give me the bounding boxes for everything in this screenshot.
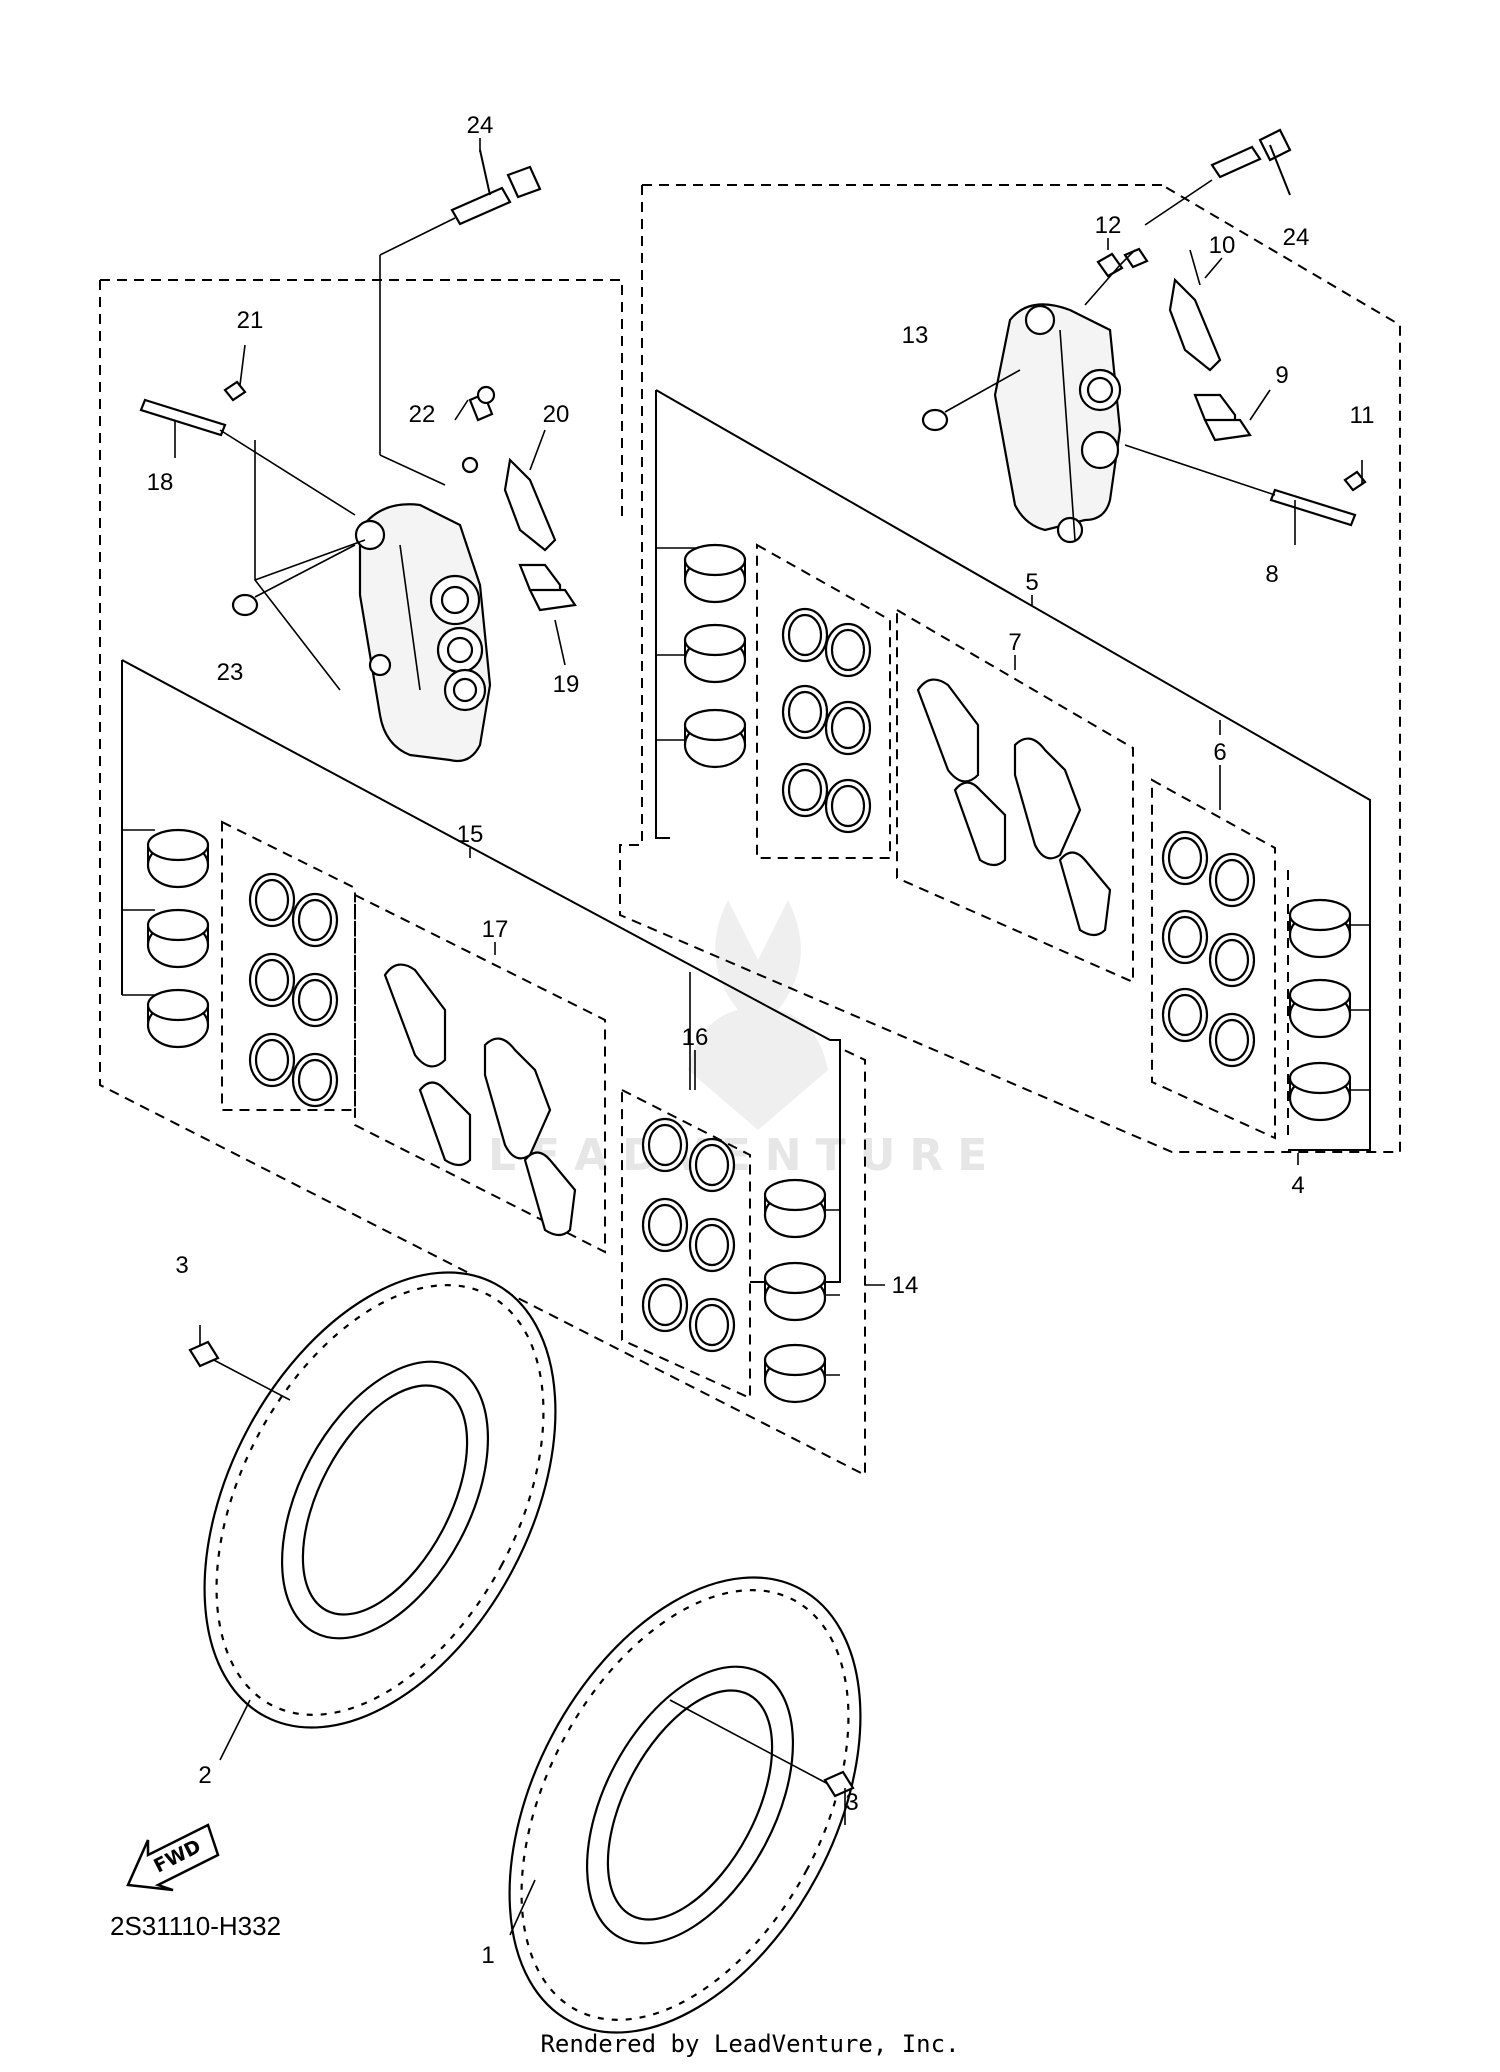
diagram-code: 2S31110-H332	[110, 1911, 281, 1941]
callout-5[interactable]: 5	[1025, 569, 1038, 596]
callout-16[interactable]: 16	[682, 1024, 709, 1051]
right-caliper-body	[993, 303, 1122, 544]
callout-14[interactable]: 14	[892, 1272, 919, 1299]
right-bolt-24	[1144, 128, 1292, 226]
watermark: LEADVENTURE	[488, 900, 1001, 1181]
callout-4[interactable]: 4	[1291, 1172, 1304, 1199]
right-pistons-lower	[1288, 898, 1370, 1122]
rendered-by-credit: Rendered by LeadVenture, Inc.	[540, 2030, 959, 2058]
callout-23[interactable]: 23	[217, 659, 244, 686]
callout-9[interactable]: 9	[1275, 362, 1288, 389]
left-pistons-lower	[763, 1178, 840, 1404]
callout-10[interactable]: 10	[1209, 232, 1236, 259]
callout-21[interactable]: 21	[237, 307, 264, 334]
left-caliper-group	[99, 149, 885, 1477]
callout-18[interactable]: 18	[147, 469, 174, 496]
callout-leaders	[469, 138, 1299, 1800]
callout-17[interactable]: 17	[482, 916, 509, 943]
right-caliper-group	[619, 128, 1401, 1153]
callout-24-right[interactable]: 24	[1283, 224, 1310, 251]
disc-1	[508, 1576, 862, 2034]
left-bolt-24	[379, 149, 542, 486]
callout-8[interactable]: 8	[1265, 561, 1278, 588]
left-seals-lower	[641, 1117, 736, 1353]
watermark-text: LEADVENTURE	[488, 1130, 1001, 1181]
callout-12[interactable]: 12	[1095, 212, 1122, 239]
right-seals	[781, 607, 872, 834]
callout-7[interactable]: 7	[1008, 629, 1021, 656]
callout-20[interactable]: 20	[543, 401, 570, 428]
callout-11[interactable]: 11	[1350, 402, 1375, 429]
right-seals-lower	[1161, 830, 1256, 1068]
callout-3-right[interactable]: 3	[845, 1789, 858, 1816]
callout-labels: 24 24 21 22 20 18 23 19 12 10 13 9 11 8 …	[147, 112, 1375, 1969]
callout-6[interactable]: 6	[1213, 739, 1226, 766]
fwd-arrow-icon: FWD	[126, 1823, 220, 1892]
left-caliper-body	[354, 503, 492, 763]
callout-3-left[interactable]: 3	[175, 1252, 188, 1279]
callout-13[interactable]: 13	[902, 322, 929, 349]
left-seals	[248, 872, 339, 1108]
right-pistons-large	[655, 543, 747, 769]
callout-15[interactable]: 15	[457, 821, 484, 848]
left-pads	[383, 963, 577, 1237]
disc-2	[188, 1271, 557, 1761]
left-pistons	[122, 828, 210, 1049]
right-pads	[916, 678, 1112, 937]
callout-2[interactable]: 2	[198, 1762, 211, 1789]
callout-22[interactable]: 22	[409, 401, 436, 428]
callout-24-left[interactable]: 24	[467, 112, 494, 139]
callout-19[interactable]: 19	[553, 671, 580, 698]
callout-1[interactable]: 1	[481, 1942, 494, 1969]
